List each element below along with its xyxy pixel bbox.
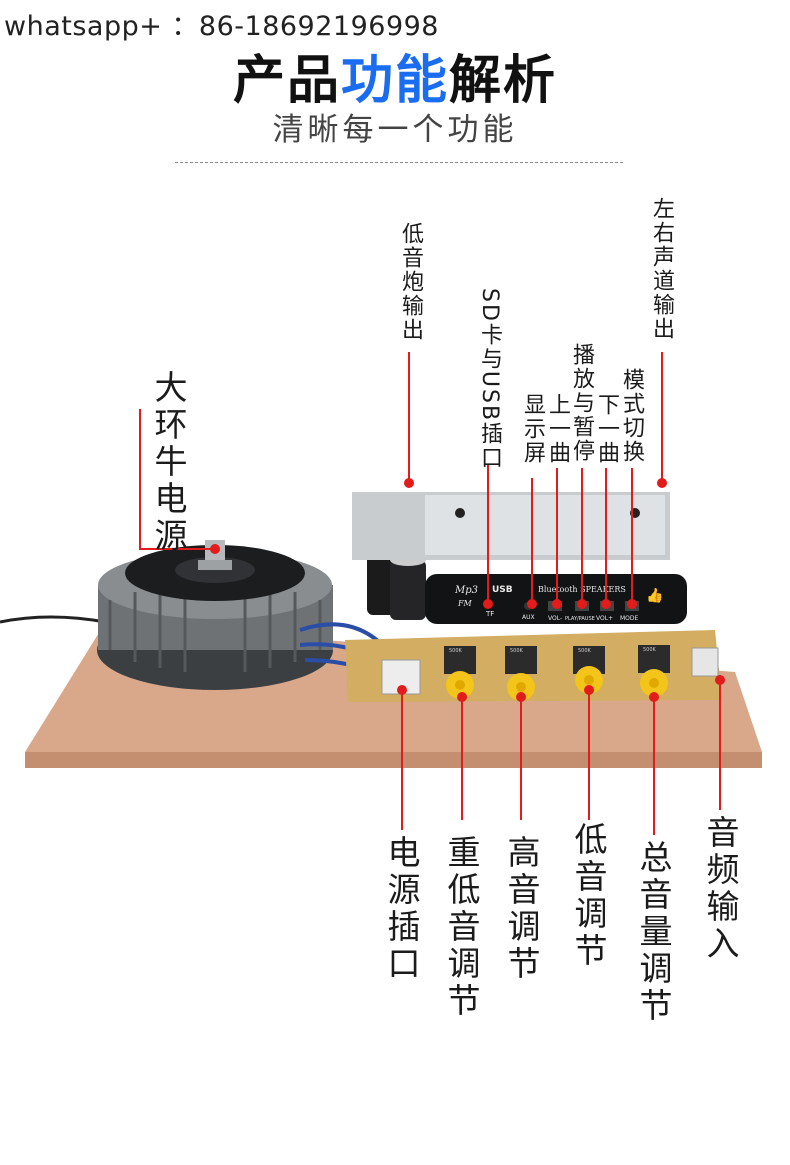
page-subtitle: 清晰每一个功能 (272, 112, 518, 148)
label-master-volume: 总音量调节 (634, 840, 673, 1025)
label-treble: 高音调节 (502, 835, 541, 983)
label-subwoofer-output: 低音炮输出 (398, 222, 423, 342)
panel-btn-vol-minus: VOL- (548, 615, 562, 622)
svg-text:500K: 500K (510, 648, 524, 654)
label-bass: 低音调节 (569, 822, 608, 970)
label-prev-track: 上一曲 (545, 393, 570, 465)
panel-fm: FM (457, 599, 473, 608)
rca-input (691, 647, 719, 677)
label-power-jack: 电源插口 (382, 835, 421, 983)
panel-mp3: Mp3 (454, 585, 478, 596)
callout-lines (139, 352, 721, 835)
label-sd-usb: SD卡与USB插口 (477, 288, 502, 471)
panel-usb: USB (492, 585, 513, 595)
wood-base-edge (25, 752, 762, 768)
label-next-track: 下一曲 (594, 393, 619, 465)
toroidal-transformer (97, 540, 333, 690)
panel-btn-play: PLAY/PAUSE (565, 616, 595, 622)
label-audio-input: 音频输入 (701, 815, 740, 963)
contact-text: whatsapp+ ：86-18692196998 (4, 11, 439, 42)
label-toroid-power: 大环牛电源 (149, 370, 188, 555)
title-divider (175, 162, 623, 163)
svg-text:500K: 500K (643, 647, 657, 653)
knob-treble: 500K (505, 646, 537, 701)
label-display: 显示屏 (520, 393, 545, 465)
svg-text:500K: 500K (578, 648, 592, 654)
svg-text:500K: 500K (449, 648, 463, 654)
knob-master-volume: 500K (638, 645, 670, 697)
callout-dots (210, 478, 725, 702)
power-cord (0, 615, 106, 624)
heat-sink (352, 492, 670, 560)
panel-aux: AUX (522, 614, 535, 621)
label-heavy-bass: 重低音调节 (442, 835, 481, 1020)
panel-btn-mode: MODE (620, 615, 639, 622)
label-mode-switch: 模式切换 (619, 368, 644, 464)
title-part-1: 产品 (232, 51, 341, 111)
knobs: 500K 500K 500K 500K (444, 645, 670, 701)
label-play-pause: 播放与暂停 (569, 343, 594, 463)
knob-heavy-bass: 500K (444, 646, 476, 699)
label-lr-channel-output: 左右声道输出 (649, 197, 674, 341)
panel-btn-vol-plus: VOL+ (596, 615, 613, 622)
knob-bass: 500K (573, 646, 605, 694)
panel-tf: TF (485, 610, 494, 618)
title-part-3: 解析 (449, 51, 558, 111)
page-title: 产品功能解析 (0, 38, 790, 113)
title-part-2: 功能 (340, 51, 449, 111)
thumbs-up-icon: 👍 (646, 587, 663, 604)
